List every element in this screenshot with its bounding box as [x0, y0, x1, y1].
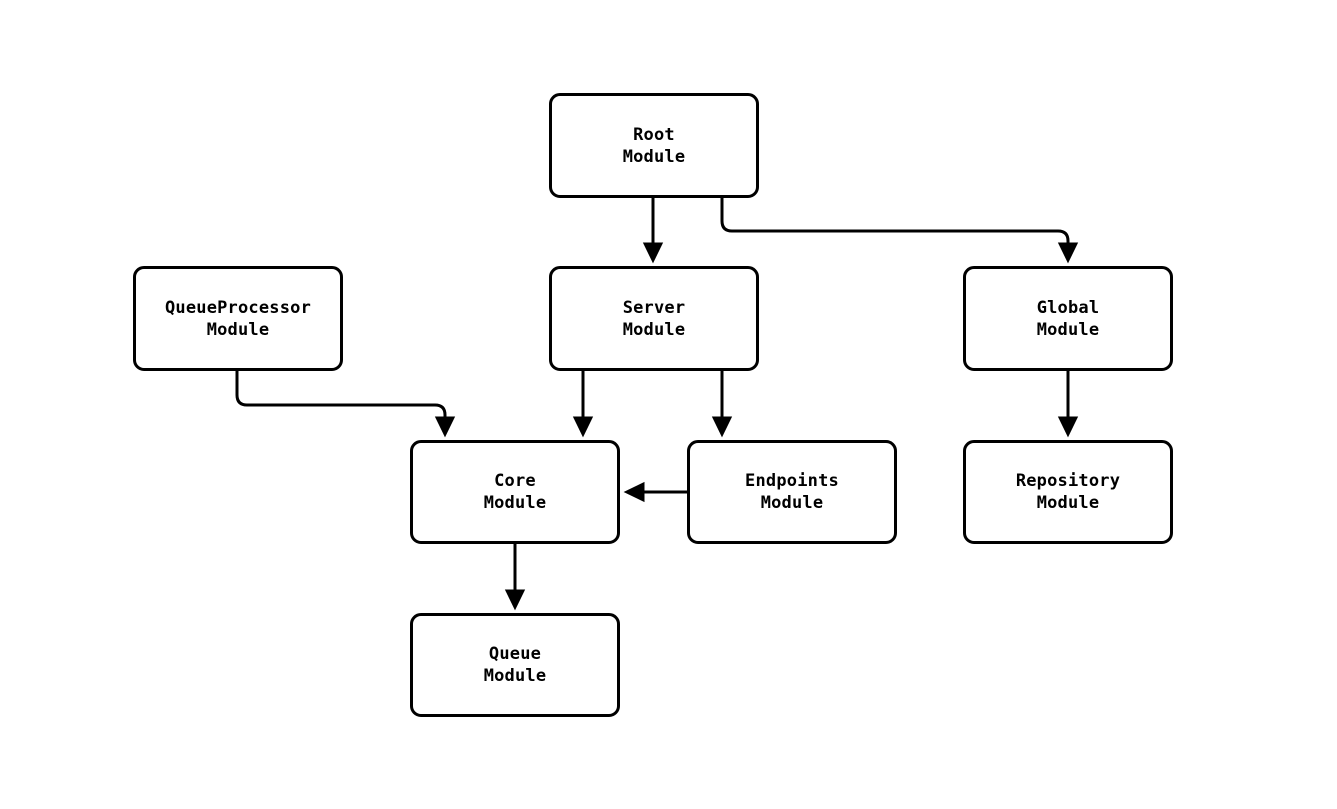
node-core-module[interactable]: Core Module	[410, 440, 620, 544]
node-queue-module-line2: Module	[483, 666, 547, 686]
node-core-module-line1: Core	[494, 471, 536, 491]
edge-queueprocessor-to-core	[235, 371, 456, 438]
node-global-module-line2: Module	[1036, 319, 1100, 340]
node-queueprocessor-module-line2: Module	[206, 319, 270, 340]
node-endpoints-module[interactable]: Endpoints Module	[687, 440, 897, 544]
node-queueprocessor-module[interactable]: QueueProcessor Module	[133, 266, 343, 371]
node-server-module-line2: Module	[622, 319, 686, 340]
node-queueprocessor-module-line1: QueueProcessor	[164, 297, 312, 318]
node-server-module[interactable]: Server Module	[549, 266, 759, 371]
node-root-module-line2: Module	[622, 146, 686, 167]
node-endpoints-module-line1: Endpoints	[745, 471, 839, 491]
node-root-module-line1: Root	[633, 124, 675, 145]
edge-root-to-global	[720, 198, 1079, 264]
node-queue-module-line1: Queue	[488, 644, 542, 664]
node-endpoints-module-line2: Module	[760, 493, 824, 513]
node-root-module[interactable]: Root Module	[549, 93, 759, 198]
node-core-module-line2: Module	[483, 493, 547, 513]
node-repository-module-line1: Repository	[1015, 471, 1121, 491]
node-server-module-line1: Server	[622, 297, 686, 318]
node-queue-module[interactable]: Queue Module	[410, 613, 620, 717]
node-repository-module[interactable]: Repository Module	[963, 440, 1173, 544]
node-global-module[interactable]: Global Module	[963, 266, 1173, 371]
node-global-module-line1: Global	[1036, 297, 1100, 318]
node-repository-module-line2: Module	[1036, 493, 1100, 513]
